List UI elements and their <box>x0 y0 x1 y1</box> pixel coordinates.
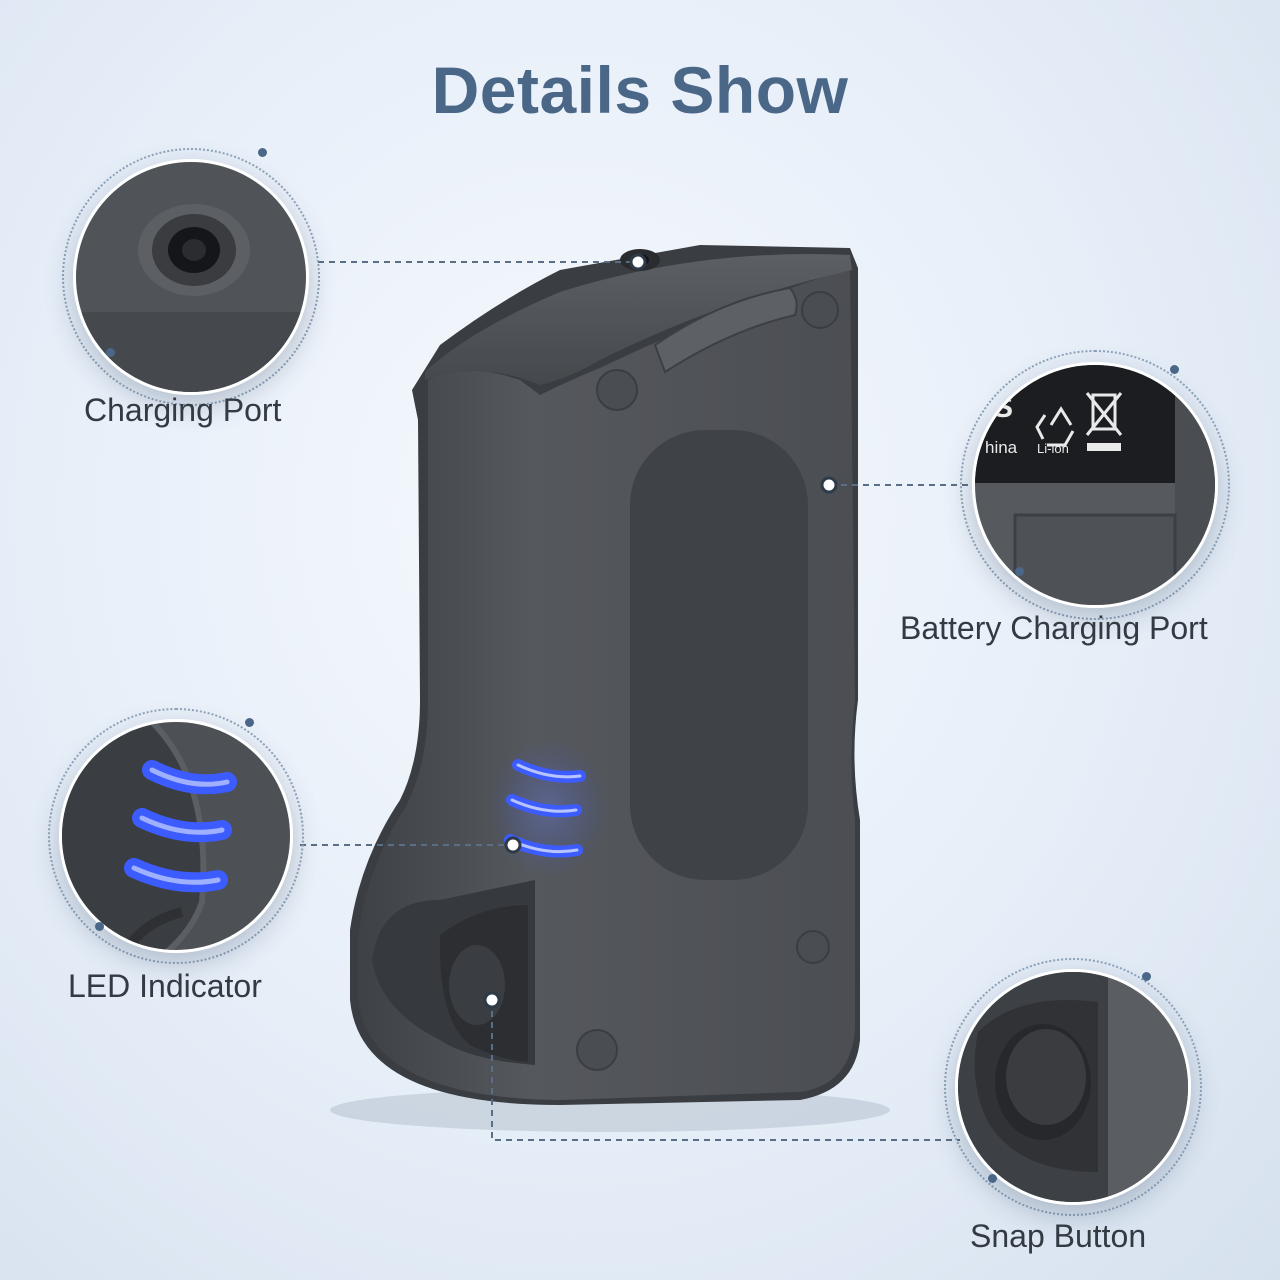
battery-port-ring <box>960 350 1230 620</box>
charging-port-ring <box>62 148 320 406</box>
snap-button-label: Snap Button <box>970 1218 1147 1254</box>
sticker-text-liion: Li-ion <box>1037 441 1069 456</box>
led-indicator-label: LED Indicator <box>68 968 262 1004</box>
battery-port-dot-b <box>1015 567 1024 576</box>
led-marker <box>504 836 522 854</box>
led-dot-a <box>245 718 254 727</box>
charging-port-label: Charging Port <box>84 392 282 428</box>
charging-port-zoom <box>73 159 309 395</box>
crossed-bin-icon <box>1085 392 1123 436</box>
snap-button-dot-b <box>988 1174 997 1183</box>
snap-button-zoom <box>955 969 1191 1205</box>
sticker-text-hina: hina <box>985 438 1018 457</box>
charging-port-dot-a <box>258 148 267 157</box>
snap-button-marker <box>483 991 501 1009</box>
battery-port-dot-a <box>1170 365 1179 374</box>
led-ring <box>48 708 304 964</box>
battery-port-label: Battery Charging Port <box>900 610 1208 646</box>
battery-port-zoom: S hina Li-ion <box>972 362 1218 608</box>
recycle-icon <box>1035 406 1075 447</box>
page-title: Details Show <box>431 53 849 127</box>
led-dot-b <box>95 922 104 931</box>
led-zoom <box>59 719 293 953</box>
charging-port-dot-b <box>106 348 115 357</box>
snap-button-dot-a <box>1142 972 1151 981</box>
charging-port-marker <box>629 253 647 271</box>
snap-button-ring <box>944 958 1202 1216</box>
battery-port-marker <box>820 476 838 494</box>
